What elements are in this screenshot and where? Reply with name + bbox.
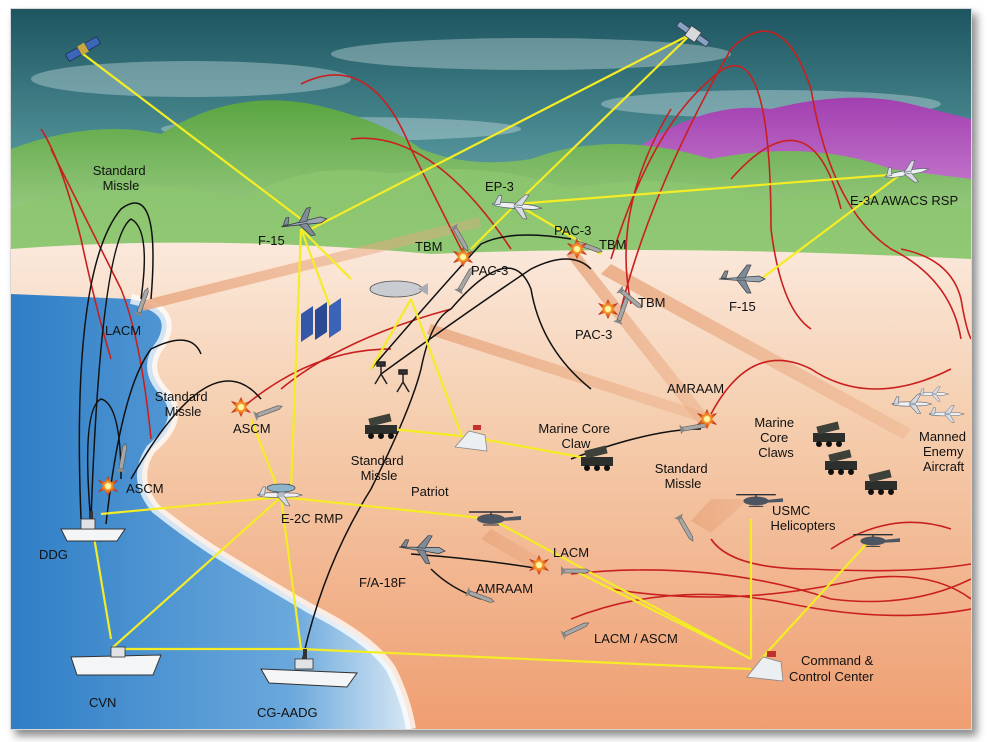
label-standard-missile-mid: Standard Missle [155,389,211,419]
building-icon [301,298,341,342]
shoreline [129,294,416,729]
label-usmc-helicopters: USMC Helicopters [770,503,836,533]
battlespace-scene: Standard Missle LACM F-15 EP-3 E-3A AWAC… [11,9,971,729]
red-trajectories [40,30,971,620]
label-tbm-3: TBM [638,295,665,310]
label-pac3-3: PAC-3 [575,327,612,342]
label-pac3-1: PAC-3 [471,263,508,278]
datalinks [82,33,902,671]
tent-icon [454,425,488,452]
sensor-beams [141,217,911,574]
satellite-icon [675,20,711,48]
launcher-icon [374,361,410,393]
label-tbm-2: TBM [599,237,626,252]
label-marine-core-claws: Marine Core Claws [754,415,797,460]
label-lacm-left: LACM [105,323,141,338]
aerostat-icon [369,280,428,298]
label-f15-left: F-15 [258,233,285,248]
tent-icon [746,651,784,682]
label-lacm-ascm: LACM / ASCM [594,631,678,646]
sea [11,294,411,729]
label-patriot: Patriot [411,484,449,499]
label-ascm-low: ASCM [126,481,164,496]
ship-icon [60,511,126,542]
ship-icon [260,649,358,688]
label-standard-missile-right: Standard Missle [655,461,711,491]
label-tbm-1: TBM [415,239,442,254]
label-f15-right: F-15 [729,299,756,314]
radar-icon [257,483,303,507]
label-ddg: DDG [39,547,68,562]
label-manned-enemy: Manned Enemy Aircraft [919,429,970,474]
labels: Standard Missle LACM F-15 EP-3 E-3A AWAC… [39,163,970,720]
label-ep3: EP-3 [485,179,514,194]
label-e3a: E-3A AWACS RSP [850,193,958,208]
label-marine-core-claw: Marine Core Claw [538,421,613,451]
label-lacm-center: LACM [553,545,589,560]
label-cvn: CVN [89,695,116,710]
label-amraam-mid: AMRAAM [667,381,724,396]
label-ascm-mid: ASCM [233,421,271,436]
satellite-icon [64,35,102,63]
label-pac3-2: PAC-3 [554,223,591,238]
ship-icon [70,646,162,676]
label-fa18f: F/A-18F [359,575,406,590]
label-e2c: E-2C RMP [281,511,343,526]
diagram-frame: Standard Missle LACM F-15 EP-3 E-3A AWAC… [10,8,972,730]
label-standard-missile-center: Standard Missle [351,453,407,483]
label-amraam-low: AMRAAM [476,581,533,596]
label-command-center: Command & Control Center [789,653,877,684]
label-standard-missile-top: Standard Missle [93,163,149,193]
label-cg-aadg: CG-AADG [257,705,318,720]
